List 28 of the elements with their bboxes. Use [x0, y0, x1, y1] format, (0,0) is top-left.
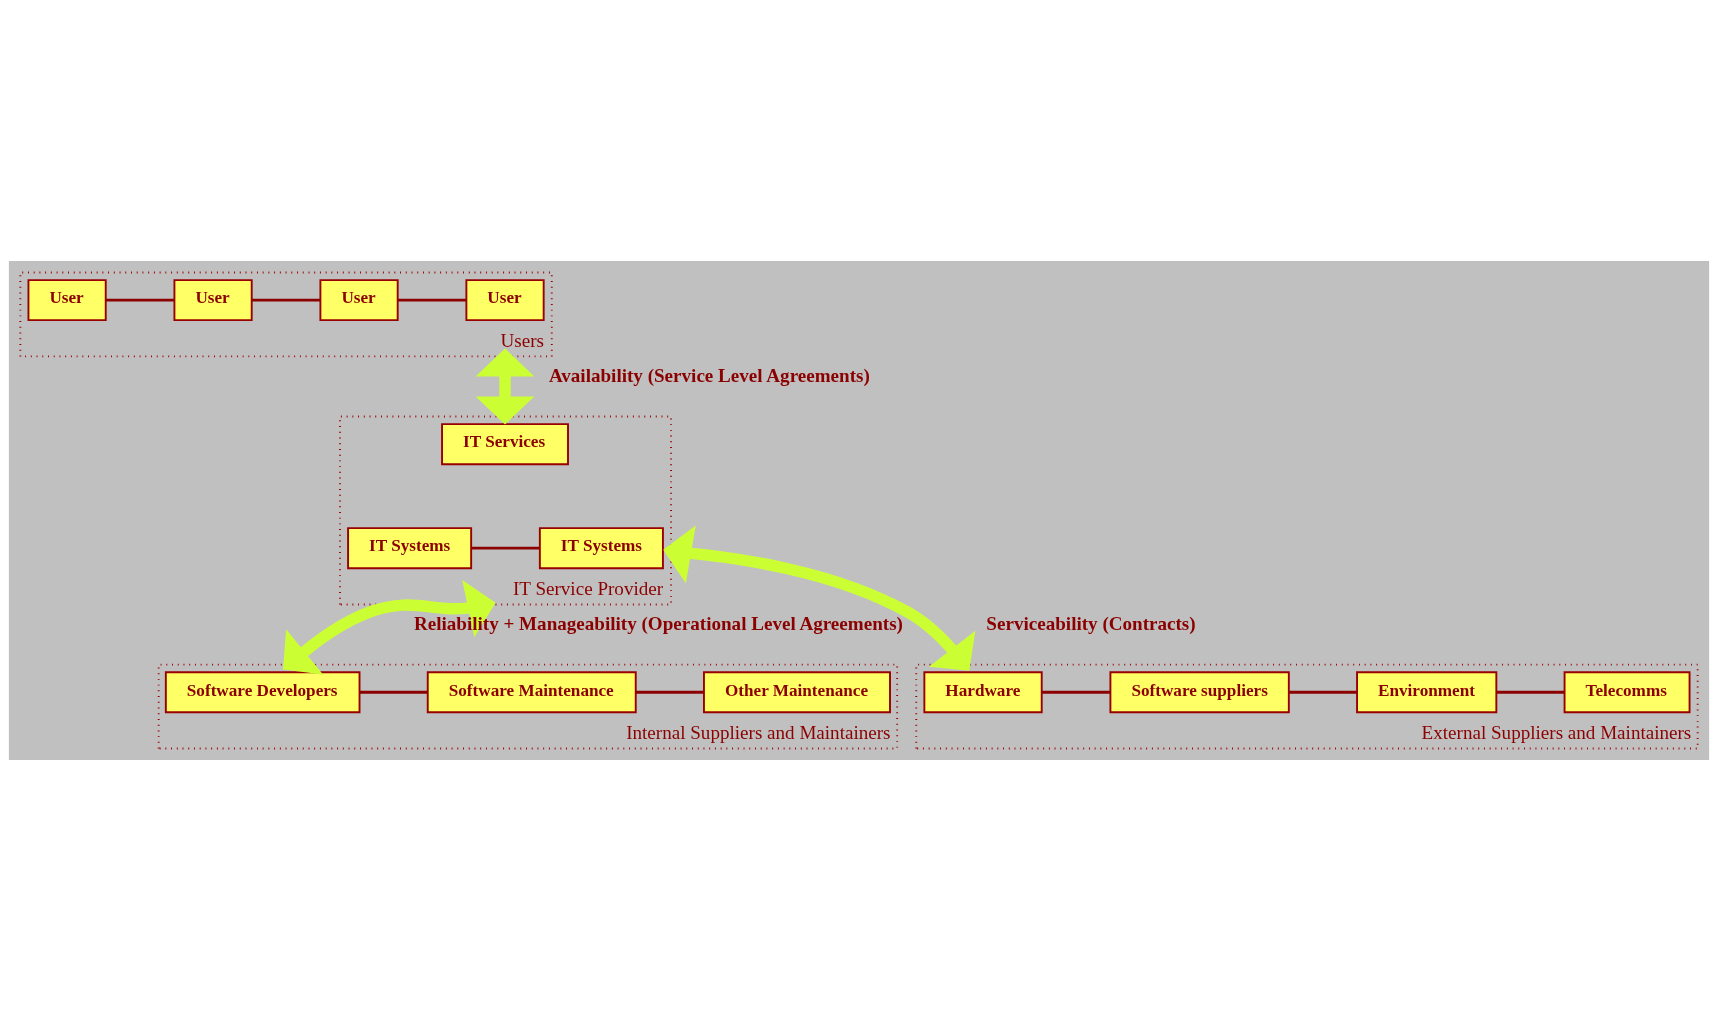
- node-box: Other Maintenance: [703, 671, 891, 714]
- connector: [471, 546, 540, 550]
- arrow: [283, 579, 496, 675]
- node-box: User: [173, 279, 253, 322]
- connector: [251, 298, 321, 302]
- connector: [359, 690, 428, 694]
- arrow: [663, 525, 976, 671]
- node-box: Software Maintenance: [426, 671, 637, 714]
- node-box: Software suppliers: [1109, 671, 1290, 714]
- connector: [397, 298, 467, 302]
- connector: [1041, 690, 1111, 694]
- node-box: User: [319, 279, 399, 322]
- node-box: User: [465, 279, 545, 322]
- node-box: IT Systems: [347, 527, 473, 570]
- edge-label: Serviceability (Contracts): [986, 613, 1196, 635]
- node-box: IT Systems: [538, 527, 664, 570]
- node-box: IT Services: [441, 423, 569, 466]
- node-box: Environment: [1356, 671, 1498, 714]
- node-box: Software Developers: [164, 671, 361, 714]
- connector: [105, 298, 175, 302]
- connector: [1289, 690, 1357, 694]
- connector: [635, 690, 704, 694]
- node-box: User: [27, 279, 107, 322]
- node-box: Telecomms: [1563, 671, 1691, 714]
- edge-label: Availability (Service Level Agreements): [548, 365, 870, 387]
- connector: [1496, 690, 1565, 694]
- arrow: [475, 348, 535, 425]
- node-box: Hardware: [923, 671, 1043, 714]
